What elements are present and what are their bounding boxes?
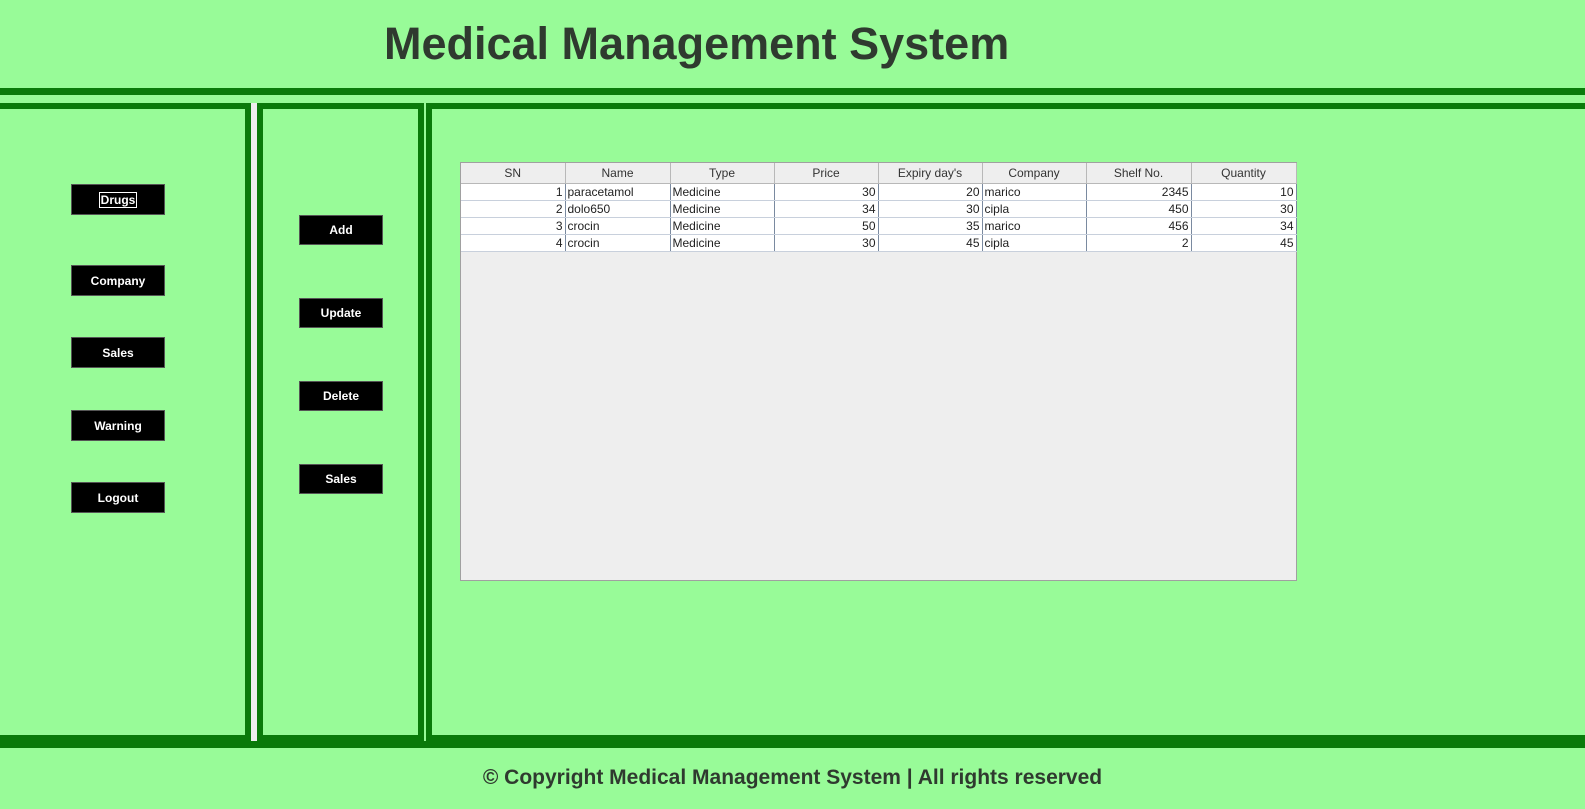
update-button[interactable]: Update: [299, 298, 383, 328]
table-cell[interactable]: 30: [774, 234, 879, 252]
sales-action-button[interactable]: Sales: [299, 464, 383, 494]
column-header[interactable]: Company: [982, 163, 1087, 184]
table-cell[interactable]: marico: [982, 183, 1087, 201]
column-header[interactable]: Quantity: [1191, 163, 1297, 184]
action-panel: Add Update Delete Sales: [257, 103, 424, 741]
table-cell[interactable]: 10: [1191, 183, 1297, 201]
nav-panel: Drugs Company Sales Warning Logout: [0, 103, 251, 741]
table-cell[interactable]: 1: [461, 183, 566, 201]
table-cell[interactable]: 4: [461, 234, 566, 252]
table-cell[interactable]: paracetamol: [565, 183, 671, 201]
table-cell[interactable]: 2: [1086, 234, 1192, 252]
table-cell[interactable]: 3: [461, 217, 566, 235]
drugs-button[interactable]: Drugs: [71, 184, 165, 215]
table-cell[interactable]: 34: [774, 200, 879, 218]
panel-gap: [251, 103, 257, 741]
table-cell[interactable]: cipla: [982, 200, 1087, 218]
table-cell[interactable]: crocin: [565, 217, 671, 235]
warning-button[interactable]: Warning: [71, 410, 165, 441]
table-cell[interactable]: Medicine: [670, 234, 775, 252]
footer-divider: [0, 741, 1585, 748]
table-cell[interactable]: Medicine: [670, 200, 775, 218]
logout-button[interactable]: Logout: [71, 482, 165, 513]
table-cell[interactable]: cipla: [982, 234, 1087, 252]
table-cell[interactable]: 20: [878, 183, 983, 201]
table-cell[interactable]: 2345: [1086, 183, 1192, 201]
add-button[interactable]: Add: [299, 215, 383, 245]
panel-gap-2: [424, 103, 426, 741]
table-cell[interactable]: 45: [1191, 234, 1297, 252]
table-cell[interactable]: Medicine: [670, 183, 775, 201]
table-cell[interactable]: 45: [878, 234, 983, 252]
sales-nav-button[interactable]: Sales: [71, 337, 165, 368]
table-cell[interactable]: dolo650: [565, 200, 671, 218]
table-cell[interactable]: 30: [1191, 200, 1297, 218]
table-cell[interactable]: 34: [1191, 217, 1297, 235]
table-cell[interactable]: Medicine: [670, 217, 775, 235]
delete-button[interactable]: Delete: [299, 381, 383, 411]
column-header[interactable]: Type: [670, 163, 775, 184]
column-header[interactable]: SN: [461, 163, 566, 184]
table-cell[interactable]: 30: [774, 183, 879, 201]
header-divider: [0, 88, 1585, 95]
table-cell[interactable]: 2: [461, 200, 566, 218]
company-button[interactable]: Company: [71, 265, 165, 296]
table-cell[interactable]: 35: [878, 217, 983, 235]
table-cell[interactable]: 30: [878, 200, 983, 218]
header: Medical Management System: [0, 0, 1585, 88]
table-cell[interactable]: crocin: [565, 234, 671, 252]
footer-copyright: © Copyright Medical Management System | …: [482, 766, 1103, 789]
column-header[interactable]: Price: [774, 163, 879, 184]
column-header[interactable]: Shelf No.: [1086, 163, 1192, 184]
column-header[interactable]: Expiry day's: [878, 163, 983, 184]
table-cell[interactable]: 50: [774, 217, 879, 235]
drugs-button-label: Drugs: [98, 191, 138, 208]
page-title: Medical Management System: [384, 18, 1010, 69]
table-cell[interactable]: marico: [982, 217, 1087, 235]
table-cell[interactable]: 456: [1086, 217, 1192, 235]
table-cell[interactable]: 450: [1086, 200, 1192, 218]
column-header[interactable]: Name: [565, 163, 671, 184]
